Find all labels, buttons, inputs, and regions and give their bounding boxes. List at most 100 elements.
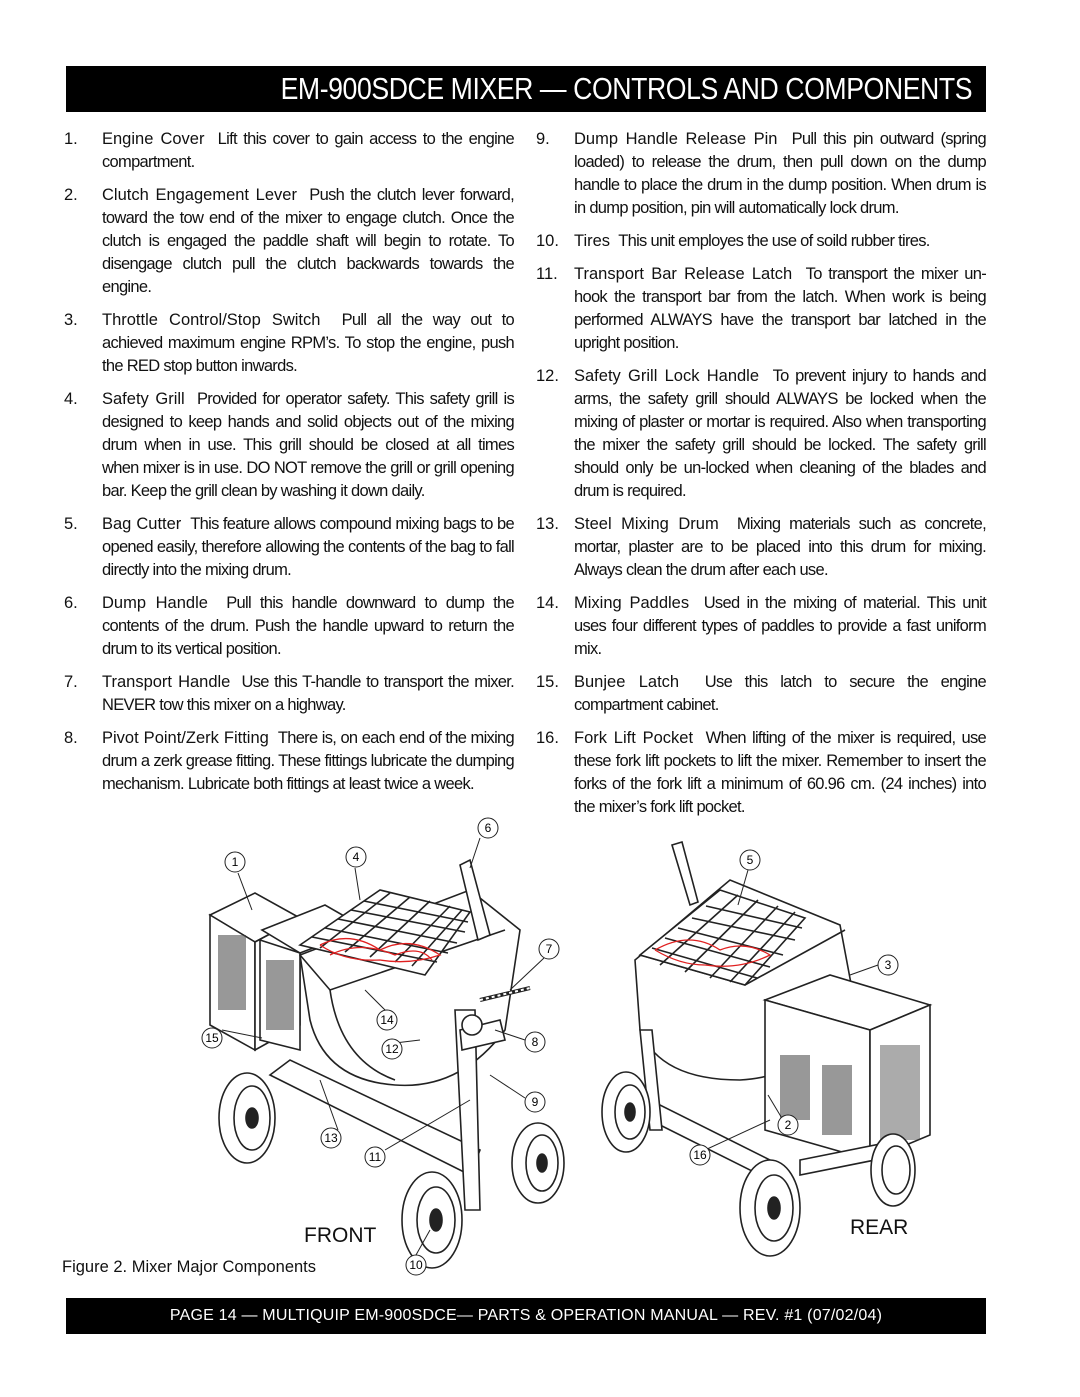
item-description: When lifting of the mixer is required, u…: [574, 729, 987, 816]
front-view-label: FRONT: [304, 1224, 377, 1247]
callout-1: 1: [224, 851, 246, 873]
item-term: Steel Mixing Drum: [574, 515, 719, 533]
list-item: 12.Safety Grill Lock Handle To prevent i…: [536, 365, 987, 503]
list-item: 14.Mixing Paddles Used in the mixing of …: [536, 592, 987, 661]
item-description: Use this T-handle to transport the mixer…: [102, 673, 515, 714]
left-column: 1. Engine Cover Lift this cover to gain a…: [64, 128, 515, 806]
item-term: Safety Grill Lock Handle: [574, 367, 760, 385]
list-item: 6. Dump Handle Pull this handle downward …: [64, 592, 515, 661]
front-engine-cabinet: [208, 892, 367, 1052]
item-number: 3.: [64, 311, 78, 329]
item-description: To transport the mixer un-hook the trans…: [574, 265, 987, 352]
svg-text:9: 9: [532, 1095, 539, 1109]
item-term: Clutch Engagement Lever: [102, 186, 297, 204]
rear-callouts: 5 3 2 16: [689, 849, 899, 1166]
item-description: Pull this handle downward to dump the co…: [102, 594, 515, 658]
list-item: 8. Pivot Point/Zerk Fitting There is, on …: [64, 727, 515, 796]
svg-text:13: 13: [324, 1131, 338, 1145]
item-term: Dump Handle Release Pin: [574, 130, 778, 148]
item-number: 1.: [64, 130, 78, 148]
svg-text:15: 15: [205, 1031, 219, 1045]
list-item: 13. Steel Mixing Drum Mixing materials su…: [536, 513, 987, 582]
rear-dump-handle: [671, 840, 699, 907]
front-dump-handle: [459, 858, 491, 942]
item-number: 6.: [64, 594, 78, 612]
svg-text:3: 3: [885, 958, 892, 972]
item-number: 15.: [536, 673, 559, 691]
item-term: Engine Cover: [102, 130, 205, 148]
item-number: 14.: [536, 594, 559, 612]
item-term: Tires: [574, 232, 611, 250]
item-term: Mixing Paddles: [574, 594, 690, 612]
callout-16: 16: [689, 1144, 711, 1166]
list-item: 4.Safety Grill Provided for operator saf…: [64, 388, 515, 503]
mixer-illustration: 1 4 6 7 14 12 15 8 9 13 11 10 5 3 2 16: [201, 817, 933, 1276]
item-description: Use this latch to secure the engine comp…: [574, 673, 987, 714]
leader-lines: [221, 837, 879, 1256]
svg-text:11: 11: [369, 1150, 382, 1164]
item-number: 10.: [536, 232, 559, 250]
callout-15: 15: [201, 1027, 223, 1049]
front-safety-grill: [298, 889, 472, 976]
rear-wheels: [601, 1071, 916, 1257]
item-number: 8.: [64, 729, 78, 747]
svg-text:16: 16: [693, 1148, 707, 1162]
item-term: Bag Cutter: [102, 515, 182, 533]
item-description: Pull all the way out to achieved maximum…: [102, 311, 515, 375]
item-number: 4.: [64, 390, 78, 408]
item-number: 7.: [64, 673, 78, 691]
item-term: Safety Grill: [102, 390, 185, 408]
callout-3: 3: [877, 954, 899, 976]
callout-4: 4: [345, 846, 367, 868]
item-number: 5.: [64, 515, 78, 533]
item-term: Fork Lift Pocket: [574, 729, 694, 747]
callout-6: 6: [477, 817, 499, 839]
item-term: Transport Bar Release Latch: [574, 265, 793, 283]
item-description: This unit employes the use of soild rubb…: [618, 232, 930, 250]
list-item: 11.Transport Bar Release Latch To transp…: [536, 263, 987, 355]
svg-text:10: 10: [409, 1258, 423, 1272]
list-item: 9.Dump Handle Release Pin Pull this pin …: [536, 128, 987, 220]
item-description: Mixing materials such as concrete, morta…: [574, 515, 987, 579]
list-item: 3. Throttle Control/Stop Switch Pull all …: [64, 309, 515, 378]
item-description: Lift this cover to gain access to the en…: [102, 130, 515, 171]
list-item: 2. Clutch Engagement Lever Push the clutc…: [64, 184, 515, 299]
callout-12: 12: [381, 1038, 403, 1060]
item-term: Dump Handle: [102, 594, 208, 612]
callout-9: 9: [524, 1091, 546, 1113]
list-item: 1. Engine Cover Lift this cover to gain a…: [64, 128, 515, 174]
item-number: 13.: [536, 515, 559, 533]
front-callouts: 1 4 6 7 14 12 15 8 9 13 11 10: [201, 817, 560, 1276]
page-title-bar: EM-900SDCE MIXER — CONTROLS AND COMPONEN…: [66, 66, 986, 112]
front-frame: [268, 1009, 506, 1211]
item-description: There is, on each end of the mixing drum…: [102, 729, 515, 793]
list-item: 10. Tires This unit employes the use of s…: [536, 230, 986, 253]
list-item: 7. Transport Handle Use this T-handle to …: [64, 671, 515, 717]
svg-text:2: 2: [785, 1118, 792, 1132]
item-term: Throttle Control/Stop Switch: [102, 311, 321, 329]
callout-8: 8: [524, 1031, 546, 1053]
svg-text:1: 1: [232, 855, 239, 869]
page-footer-bar: PAGE 14 — MULTIQUIP EM-900SDCE— PARTS & …: [66, 1298, 986, 1334]
page-title: EM-900SDCE MIXER — CONTROLS AND COMPONEN…: [280, 71, 972, 106]
list-item: 15. Bunjee Latch Use this latch to secure…: [536, 671, 987, 717]
svg-text:4: 4: [353, 850, 360, 864]
item-term: Transport Handle: [102, 673, 231, 691]
item-term: Bunjee Latch: [574, 673, 680, 691]
figure-caption: Figure 2. Mixer Major Components: [62, 1258, 317, 1276]
svg-text:12: 12: [385, 1042, 399, 1056]
item-number: 2.: [64, 186, 78, 204]
item-number: 16.: [536, 729, 559, 747]
svg-text:7: 7: [546, 942, 553, 956]
callout-2: 2: [777, 1114, 799, 1136]
item-description: Push the clutch lever forward, toward th…: [102, 186, 515, 296]
rear-view-label: REAR: [850, 1216, 909, 1239]
item-description: To prevent injury to hands and arms, the…: [574, 367, 987, 500]
item-description: This feature allows compound mixing bags…: [102, 515, 515, 579]
svg-text:14: 14: [380, 1013, 394, 1027]
callout-13: 13: [320, 1127, 342, 1149]
callout-11: 11: [364, 1146, 386, 1168]
page-footer: PAGE 14 — MULTIQUIP EM-900SDCE— PARTS & …: [169, 1307, 883, 1324]
front-wheels: [218, 1072, 565, 1269]
item-term: Pivot Point/Zerk Fitting: [102, 729, 269, 747]
